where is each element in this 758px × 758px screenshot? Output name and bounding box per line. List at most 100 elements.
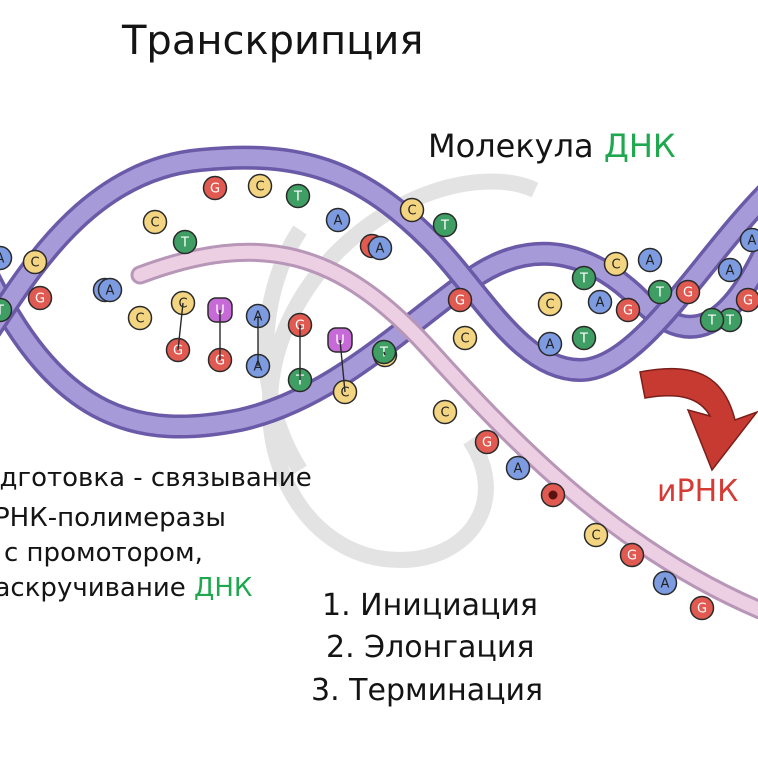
- nucleotide-letter: T: [440, 219, 449, 234]
- nucleotide-letter: G: [482, 436, 492, 451]
- nucleotide-letter: T: [579, 272, 588, 287]
- nucleotide-letter: C: [407, 204, 416, 219]
- mrna-label: иРНК: [657, 474, 739, 509]
- nucleotide-upper-5: T: [285, 183, 311, 209]
- nucleotide-letter: T: [655, 286, 664, 301]
- dna-label-prefix: Молекула: [428, 127, 604, 165]
- nucleotide-upper-3: G: [202, 175, 228, 201]
- nucleotide-upper-4: C: [247, 173, 273, 199]
- nucleotide-middle-8: G: [447, 287, 473, 313]
- nucleotide-letter: A: [376, 242, 385, 257]
- nucleotide-letter: A: [254, 360, 263, 375]
- nucleotide-letter: C: [135, 312, 144, 327]
- nucleotide-letter: G: [173, 344, 183, 359]
- nucleotide-letter: C: [255, 180, 264, 195]
- nucleotide-mrna-2: A: [505, 455, 531, 481]
- nucleotide-letter: C: [611, 258, 620, 273]
- nucleotide-letter: G: [35, 292, 45, 307]
- nucleotide-letter: A: [596, 296, 605, 311]
- nucleotide-right-6: G: [675, 279, 701, 305]
- step-elongation: 2. Элонгация: [326, 630, 535, 665]
- nucleotide-left-3: G: [27, 285, 53, 311]
- dna-label-highlight: ДНК: [603, 127, 676, 165]
- nucleotide-middle-0: A: [97, 277, 123, 303]
- nucleotide-letter: T: [579, 332, 588, 347]
- nucleotide-letter: C: [150, 216, 159, 231]
- nucleotide-letter: T: [0, 304, 4, 319]
- base-pair-bond: [339, 339, 346, 393]
- nucleotide-upper-1: C: [142, 209, 168, 235]
- nucleotide-letter: T: [707, 314, 716, 329]
- nucleotide-right-8: A: [717, 257, 743, 283]
- preparation-line-4-highlight: ДНК: [194, 573, 253, 603]
- nucleotide-letter: A: [546, 338, 555, 353]
- nucleotide-mrna-3: [540, 482, 566, 508]
- nucleotide-letter: A: [646, 254, 655, 269]
- preparation-line-1: Подготовка - связывание: [0, 463, 312, 493]
- nucleotide-letter: A: [514, 462, 523, 477]
- nucleotide-mrna-1: G: [474, 429, 500, 455]
- nucleotide-right-4: G: [615, 297, 641, 323]
- preparation-line-4-prefix: раскручивание: [0, 573, 186, 603]
- nucleotide-letter: A: [106, 284, 115, 299]
- nucleotide-letter: G: [683, 286, 693, 301]
- nucleotide-letter: A: [0, 252, 5, 267]
- nucleotide-letter: T: [725, 314, 734, 329]
- nucleotide-mrna-0: C: [432, 399, 458, 425]
- preparation-line-4: раскручивание ДНК: [0, 573, 252, 603]
- nucleotide-letter: T: [180, 236, 189, 251]
- nucleotide-lower-7: A: [537, 331, 563, 357]
- nucleotide-upper-8: C: [399, 197, 425, 223]
- nucleotide-right-10: A: [739, 227, 758, 253]
- nucleotide-letter: G: [623, 304, 633, 319]
- nucleotide-bases: ACTGCTACTAACCUAGUCGGGATCTCATCGACGAGACTGC…: [0, 173, 758, 621]
- nucleotide-letter: C: [340, 386, 349, 401]
- nucleotide-upper-9: T: [432, 212, 458, 238]
- nucleotide-letter: C: [440, 406, 449, 421]
- nucleotide-right-12: G: [735, 287, 758, 313]
- nucleotide-letter: G: [697, 602, 707, 617]
- preparation-line-2: РНК-полимеразы: [0, 503, 226, 533]
- nucleotide-right-5: A: [637, 247, 663, 273]
- nucleotide-letter: C: [460, 332, 469, 347]
- nucleotide-letter: G: [627, 549, 637, 564]
- nucleotide-dot: [548, 490, 558, 500]
- nucleotide-right-3: A: [587, 289, 613, 315]
- nucleotide-mrna-6: A: [652, 570, 678, 596]
- page-title: Транскрипция: [122, 18, 424, 64]
- nucleotide-mrna-5: G: [619, 542, 645, 568]
- preparation-line-3: с промотором,: [4, 538, 203, 568]
- step-termination: 3. Терминация: [311, 673, 544, 708]
- direction-arrow: [639, 367, 758, 472]
- base-pair-bond: [177, 302, 184, 351]
- nucleotide-letter: C: [30, 256, 39, 271]
- base-pair-bond: [383, 351, 386, 356]
- nucleotide-mrna-4: C: [583, 522, 609, 548]
- nucleotide-letter: C: [591, 529, 600, 544]
- nucleotide-letter: T: [379, 346, 388, 361]
- nucleotide-right-9: T: [717, 307, 743, 333]
- nucleotide-letter: G: [210, 182, 220, 197]
- nucleotide-left-2: T: [0, 297, 13, 323]
- nucleotide-mrna-7: G: [689, 595, 715, 621]
- nucleotide-left-0: A: [0, 245, 13, 271]
- nucleotide-upper-6: A: [325, 207, 351, 233]
- nucleotide-letter: A: [748, 234, 757, 249]
- nucleotide-letter: A: [726, 264, 735, 279]
- nucleotide-letter: T: [293, 190, 302, 205]
- step-initiation: 1. Инициация: [322, 588, 538, 623]
- nucleotide-middle-1: C: [127, 305, 153, 331]
- nucleotide-right-1: T: [571, 265, 597, 291]
- nucleotide-letter: T: [295, 374, 304, 389]
- nucleotide-upper-10: A: [367, 235, 393, 261]
- nucleotide-letter: G: [455, 294, 465, 309]
- nucleotide-right-0: C: [537, 291, 563, 317]
- nucleotide-letter: G: [743, 294, 753, 309]
- nucleotide-right-7: T: [647, 279, 673, 305]
- dna-molecule-label: Молекула ДНК: [428, 127, 676, 165]
- nucleotide-letter: C: [545, 298, 554, 313]
- nucleotide-upper-2: T: [172, 229, 198, 255]
- nucleotide-letter: G: [215, 354, 225, 369]
